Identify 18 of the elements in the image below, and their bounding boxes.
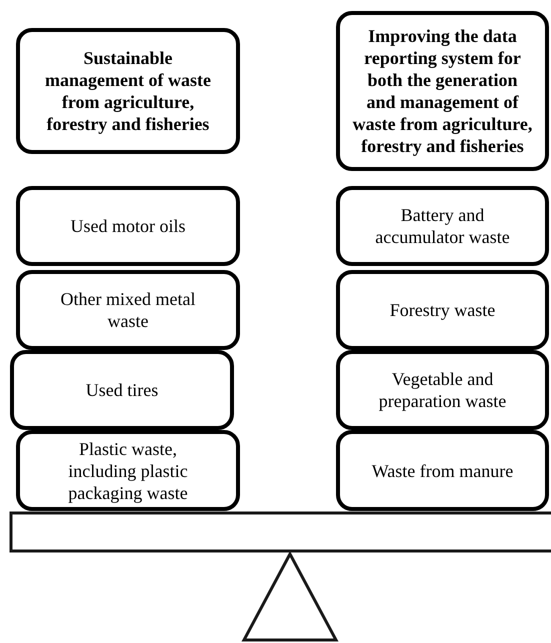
category-box [336,430,549,511]
heading-box [16,28,240,154]
box-label: Other mixed metal waste [60,288,196,332]
category-box [336,270,549,350]
category-box [336,186,549,266]
category-box [16,186,240,266]
box-label: Used motor oils [70,215,186,237]
category-box [16,270,240,350]
box-label: Forestry waste [390,299,496,321]
box-label: Plastic waste, including plastic packaging waste [67,438,189,504]
box-label: Battery and accumulator waste [374,204,511,248]
box-label: Vegetable and preparation waste [378,368,508,412]
heading-text: Sustainable management of waste from agriculture, forestry and fisheries [44,47,212,135]
heading-box [336,11,549,171]
category-box [16,430,240,511]
box-label: Waste from manure [372,460,514,482]
box-label: Used tires [86,379,158,401]
heading-text: Improving the data reporting system for both the generation and management of waste from agriculture, forestry and fisheries [352,25,533,157]
